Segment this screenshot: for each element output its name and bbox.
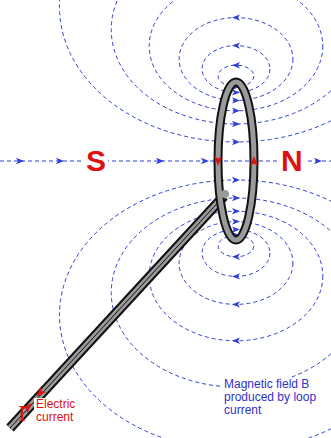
field-line	[149, 211, 323, 341]
pole-label: S	[84, 144, 108, 177]
field-arrow	[232, 89, 240, 95]
field-arrow	[232, 301, 240, 307]
wire-lead	[10, 196, 224, 428]
current-loop	[214, 82, 258, 240]
field-arrow	[232, 218, 240, 224]
current-arrow	[250, 156, 258, 166]
field-arrow	[232, 195, 240, 201]
field-line	[179, 222, 293, 305]
field-label: Magnetic field B produced by loop curren…	[222, 378, 328, 418]
pole-label: N	[279, 144, 305, 177]
current-label: Electric current	[34, 398, 94, 424]
field-line	[60, 0, 331, 142]
field-arrow	[232, 208, 240, 214]
current-symbol: I	[16, 400, 28, 426]
field-arrow	[232, 338, 240, 344]
field-arrow	[232, 62, 240, 68]
field-arrow	[232, 177, 240, 183]
field-arrow	[314, 158, 322, 164]
field-line	[149, 0, 323, 111]
field-arrow	[201, 158, 209, 164]
field-arrow	[232, 121, 240, 127]
field-arrow	[232, 14, 240, 20]
field-arrow	[156, 158, 164, 164]
field-arrow	[232, 97, 240, 103]
field-arrow	[232, 108, 240, 114]
field-line	[111, 198, 331, 387]
field-arrow	[232, 42, 240, 48]
field-line	[179, 18, 293, 101]
field-arrow	[232, 273, 240, 279]
field-arrow	[232, 226, 240, 232]
current-arrow	[214, 156, 222, 166]
field-line	[60, 180, 331, 438]
field-arrow	[232, 139, 240, 145]
field-arrow	[232, 254, 240, 260]
field-arrow	[16, 158, 24, 164]
field-arrow	[56, 158, 64, 164]
